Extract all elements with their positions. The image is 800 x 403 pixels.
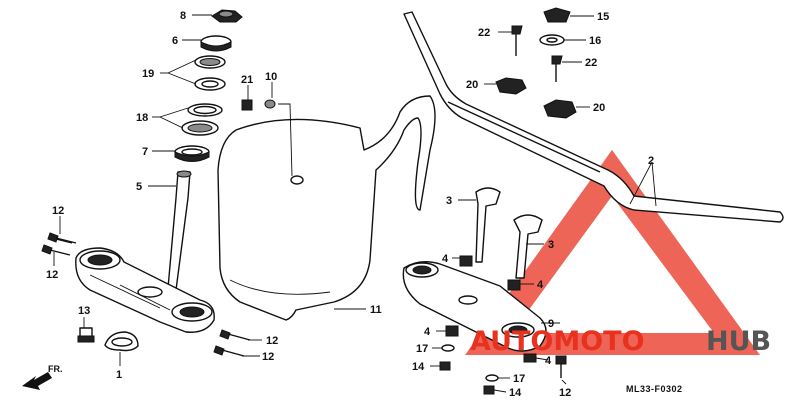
watermark-part2: HUB xyxy=(706,326,771,357)
lower-triple-clamp xyxy=(75,247,215,333)
small-bolt-parts xyxy=(241,99,276,111)
callout-12b: 12 xyxy=(46,269,58,281)
callout-12e: 12 xyxy=(559,387,571,399)
callout-15: 15 xyxy=(597,11,609,23)
callout-17b: 17 xyxy=(513,373,525,385)
handlebar-clamps xyxy=(495,7,577,119)
callout-4b: 4 xyxy=(537,279,544,291)
callout-18: 18 xyxy=(136,112,148,124)
callout-22a: 22 xyxy=(478,27,490,39)
watermark-text: AUTOMOTO HUB xyxy=(470,326,771,357)
number-plate xyxy=(217,95,436,321)
upper-triple-clamp xyxy=(402,261,547,352)
nuts-and-washers xyxy=(439,255,567,395)
callout-4a: 4 xyxy=(442,253,449,265)
callout-3a: 3 xyxy=(446,195,452,207)
callout-12a: 12 xyxy=(52,205,64,217)
callout-21: 21 xyxy=(241,74,253,86)
diagram-code: ML33-F0302 xyxy=(626,384,683,394)
leader-lines xyxy=(53,14,657,393)
callout-17a: 17 xyxy=(416,343,428,355)
callout-10: 10 xyxy=(265,71,277,83)
callout-7: 7 xyxy=(142,146,148,158)
handlebar-holders xyxy=(475,187,543,279)
callout-11: 11 xyxy=(370,304,382,316)
callout-16: 16 xyxy=(589,35,601,47)
callout-22b: 22 xyxy=(585,57,597,69)
callout-4c: 4 xyxy=(424,326,431,338)
callout-20b: 20 xyxy=(593,102,605,114)
callout-5: 5 xyxy=(136,181,142,193)
watermark-part1: AUTOMOTO xyxy=(470,326,645,357)
front-direction-arrow: FR. xyxy=(22,364,63,390)
callout-3b: 3 xyxy=(548,239,554,251)
callout-14a: 14 xyxy=(412,361,425,373)
left-bolts xyxy=(41,232,251,357)
callout-labels: 8 6 19 18 7 5 21 10 11 12 12 13 1 12 12 … xyxy=(46,10,654,399)
callout-1: 1 xyxy=(116,369,122,381)
callout-6: 6 xyxy=(172,35,178,47)
callout-4d: 4 xyxy=(545,355,552,367)
stem-bearing-stack xyxy=(167,9,243,291)
callout-14b: 14 xyxy=(509,387,522,399)
callout-12d: 12 xyxy=(262,351,274,363)
handlebar xyxy=(403,11,784,223)
front-marker-label: FR. xyxy=(48,364,63,374)
callout-13: 13 xyxy=(78,305,90,317)
callout-9: 9 xyxy=(548,318,554,330)
callout-20a: 20 xyxy=(466,79,478,91)
callout-2: 2 xyxy=(648,155,654,167)
callout-19: 19 xyxy=(142,68,154,80)
clamp-part xyxy=(77,327,139,352)
callout-8: 8 xyxy=(180,10,186,22)
callout-12c: 12 xyxy=(266,335,278,347)
